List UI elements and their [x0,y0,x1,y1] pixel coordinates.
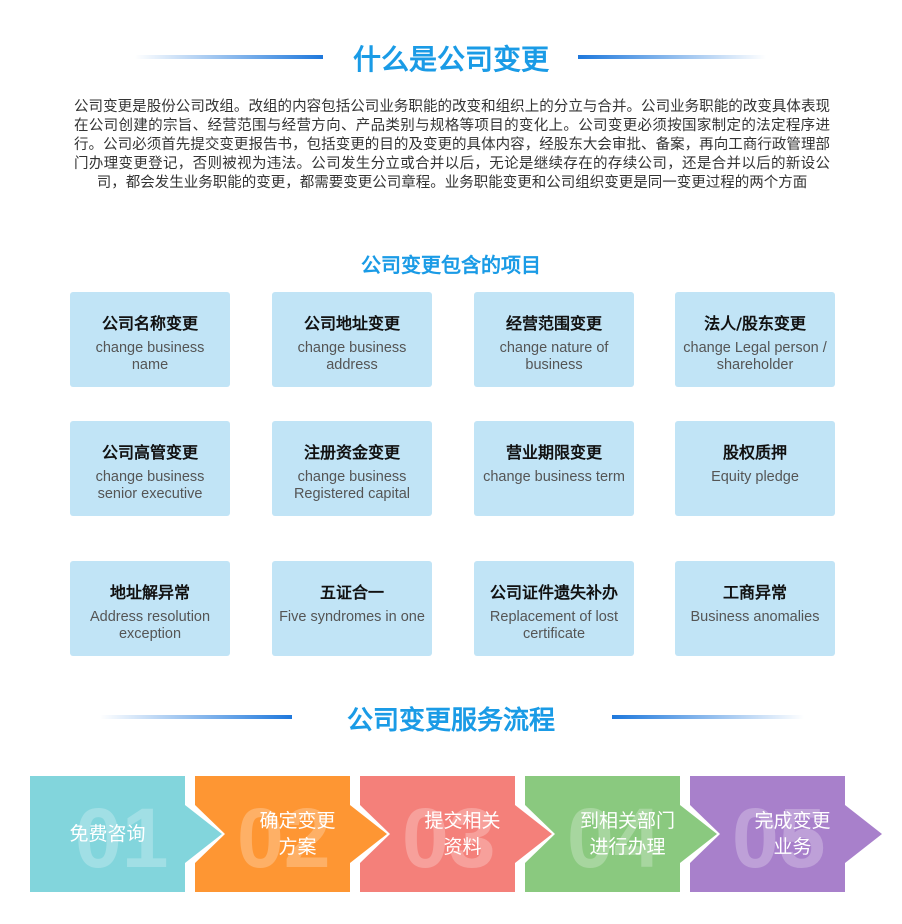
service-item-cn: 地址解异常 [109,583,190,602]
service-item-card[interactable]: 工商异常 Business anomalies [675,561,835,656]
service-item-card[interactable]: 地址解异常 Address resolution exception [70,561,230,656]
service-item-en: Address resolution exception [89,609,211,642]
service-item-cn: 公司证件遗失补办 [489,583,618,602]
service-item-en: Equity pledge [711,469,799,485]
section-title-process: 公司变更服务流程 [346,706,555,736]
service-item-card[interactable]: 股权质押 Equity pledge [675,421,835,516]
service-item-en: Replacement of lost certificate [489,609,619,642]
step-number: 05 [732,791,826,885]
step-label: 免费咨询 [69,823,146,845]
service-item-en: change business term [483,469,625,485]
step-number: 04 [567,791,661,885]
service-item-cn: 注册资金变更 [303,443,400,462]
service-item-en: Five syndromes in one [279,609,425,625]
step-number: 02 [237,791,331,885]
service-item-en: change business senior executive [95,469,205,502]
step-label: 提交相关 资料 [424,810,501,858]
step-label: 确定变更 方案 [259,810,336,858]
service-item-cn: 营业期限变更 [505,443,602,462]
title-divider-left [135,55,323,59]
service-item-card[interactable]: 公司地址变更 change business address [272,292,432,387]
service-item-en: change Legal person / shareholder [683,340,827,373]
service-item-card[interactable]: 经营范围变更 change nature of business [474,292,634,387]
step-number: 03 [402,791,496,885]
title-divider-left [100,715,292,719]
step-number: 01 [75,791,169,885]
service-item-en: change business name [95,340,205,373]
service-item-card[interactable]: 公司名称变更 change business name [70,292,230,387]
service-item-card[interactable]: 营业期限变更 change business term [474,421,634,516]
section-title-what: 什么是公司变更 [352,43,549,76]
service-item-en: change business address [297,340,407,373]
service-item-card[interactable]: 法人/股东变更 change Legal person / shareholder [675,292,835,387]
service-item-card[interactable]: 公司高管变更 change business senior executive [70,421,230,516]
service-item-en: change business Registered capital [293,469,411,502]
section-title-items: 公司变更包含的项目 [361,253,541,277]
step-label: 完成变更 业务 [754,810,831,858]
service-item-cn: 五证合一 [319,583,384,602]
title-divider-right [578,55,766,59]
service-item-cn: 工商异常 [722,583,787,602]
service-item-card[interactable]: 五证合一 Five syndromes in one [272,561,432,656]
service-item-cn: 公司高管变更 [101,443,198,462]
service-item-card[interactable]: 注册资金变更 change business Registered capital [272,421,432,516]
service-item-cn: 法人/股东变更 [704,314,806,333]
step-label: 到相关部门 进行办理 [579,810,675,858]
service-item-cn: 公司地址变更 [303,314,400,333]
service-item-en: change nature of business [499,340,609,373]
title-divider-right [612,715,804,719]
service-item-en: Business anomalies [690,609,820,625]
intro-paragraph: 公司变更是股份公司改组。改组的内容包括公司业务职能的改变和组织上的分立与合并。公… [74,99,830,191]
service-item-cn: 经营范围变更 [505,314,602,333]
service-item-cn: 公司名称变更 [101,314,198,333]
service-item-card[interactable]: 公司证件遗失补办 Replacement of lost certificate [474,561,634,656]
service-item-cn: 股权质押 [722,443,787,462]
